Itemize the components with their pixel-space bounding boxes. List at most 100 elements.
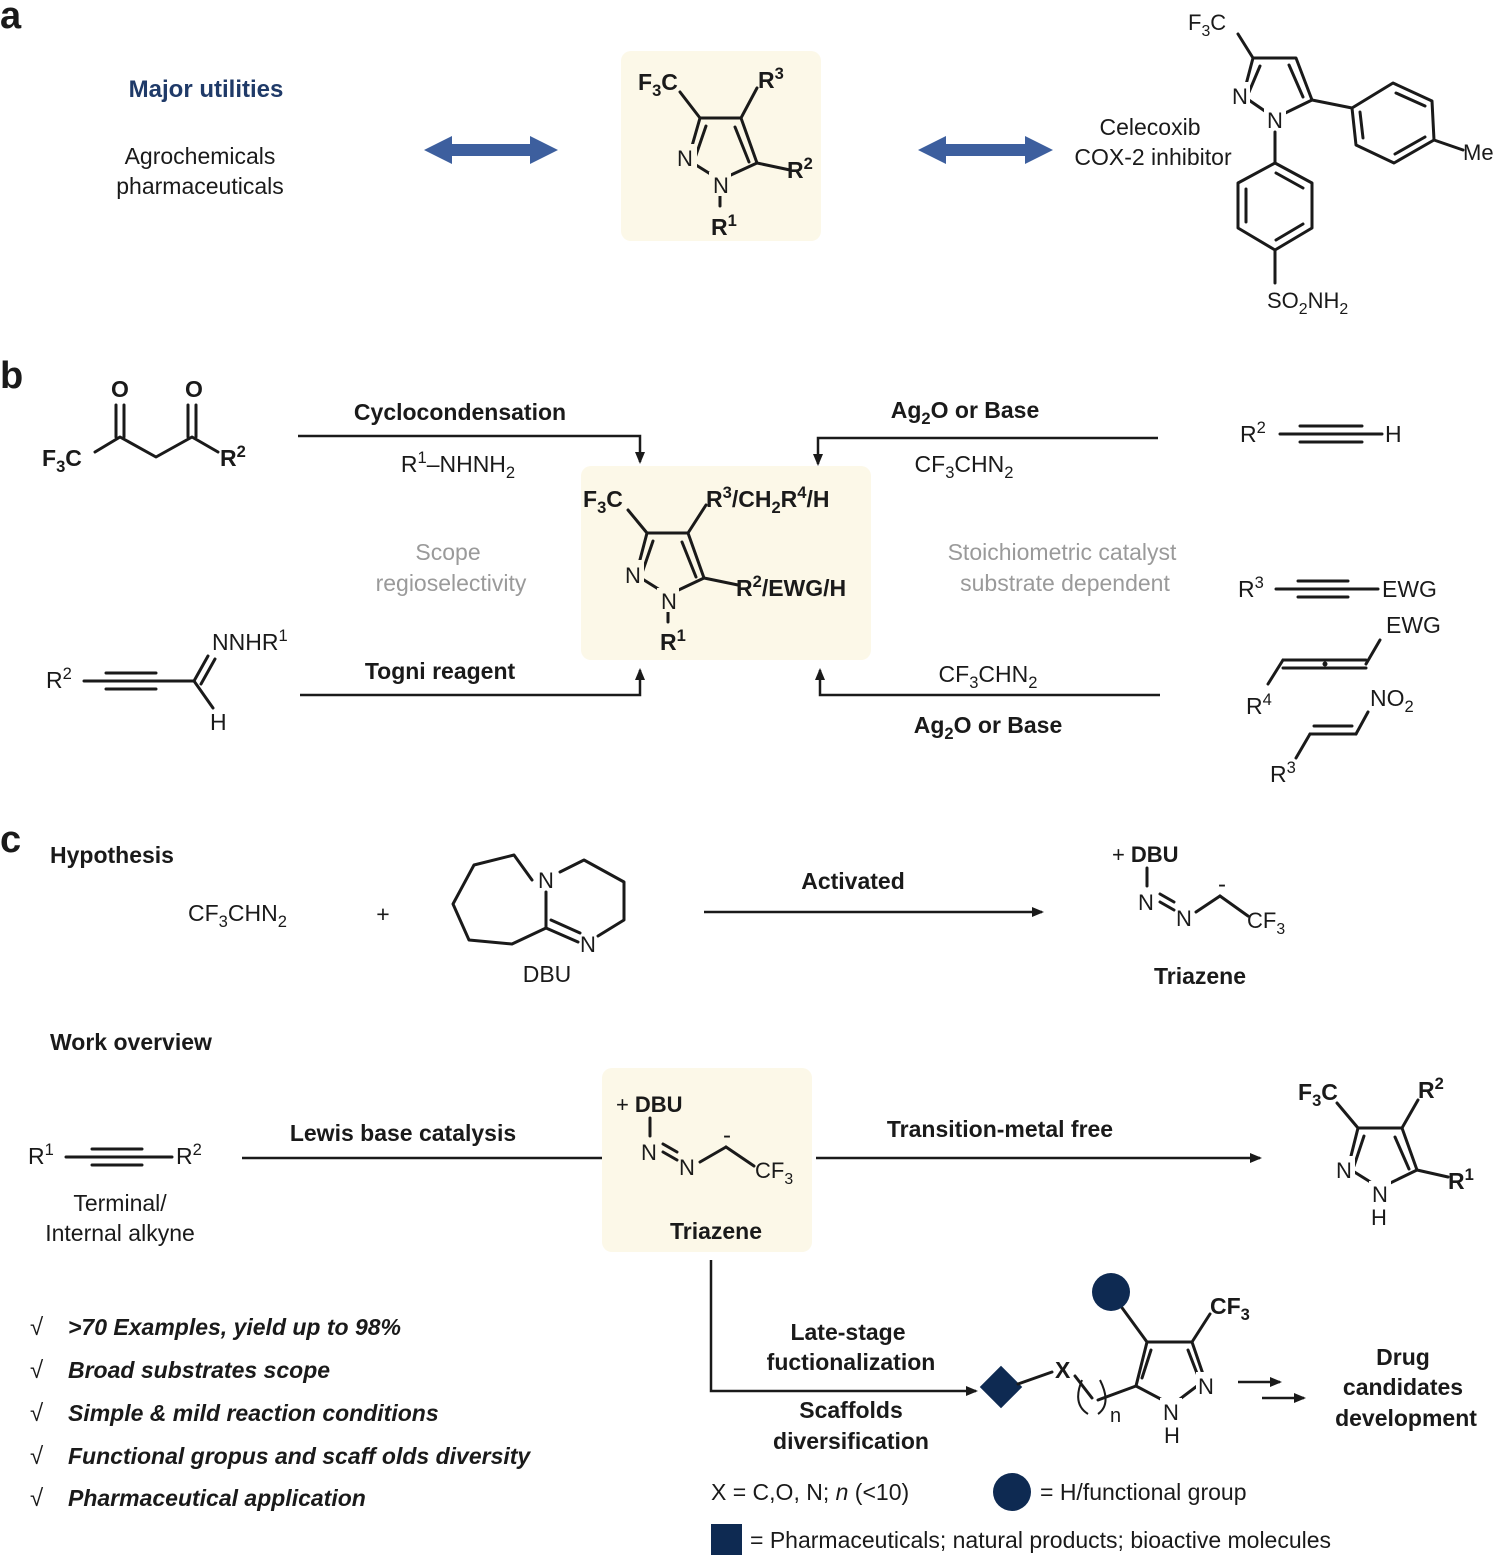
svg-text:N: N — [1138, 890, 1154, 915]
terminal-alkyne: R2 H — [1240, 418, 1402, 447]
svg-text:+DBU: +DBU — [616, 1092, 683, 1117]
drug-2: candidates — [1343, 1374, 1463, 1400]
reagent-cf3chn2-top: CF3CHN2 — [915, 451, 1014, 482]
check-icon: √ — [30, 1485, 44, 1512]
triazene-label-hypothesis: Triazene — [1154, 963, 1246, 989]
svg-text:+DBU: +DBU — [1112, 842, 1179, 867]
svg-text:NNHR1: NNHR1 — [212, 626, 288, 655]
check-icon: √ — [30, 1357, 44, 1384]
svg-text:F3C: F3C — [1188, 10, 1226, 40]
alkyne-ewg: R3 EWG — [1238, 573, 1437, 602]
feature-item: >70 Examples, yield up to 98% — [68, 1314, 401, 1340]
svg-text:R1: R1 — [1448, 1165, 1474, 1194]
svg-text:N: N — [1336, 1158, 1352, 1183]
reagent-cf3chn2-hypothesis: CF3CHN2 — [188, 900, 287, 931]
svg-text:CF3: CF3 — [1247, 908, 1285, 938]
legend-circle-icon — [993, 1473, 1031, 1511]
late-stage-2: fuctionalization — [767, 1349, 936, 1375]
pyrazole-structure-a: N N F3C R3 R2 R1 — [638, 64, 813, 240]
svg-text:N: N — [580, 932, 596, 957]
svg-text:N: N — [1372, 1182, 1388, 1207]
svg-text:H: H — [1371, 1205, 1387, 1230]
triazene-hypothesis: +DBU N N - CF3 — [1112, 842, 1285, 938]
svg-text:F3C: F3C — [42, 445, 82, 476]
svg-text:Me: Me — [1463, 140, 1494, 165]
check-icon: √ — [30, 1400, 44, 1427]
svg-text:O: O — [185, 376, 203, 402]
dbu-structure: N N DBU — [451, 853, 626, 987]
svg-text:R1: R1 — [28, 1140, 54, 1169]
legend-square-text: = Pharmaceuticals; natural products; bio… — [750, 1527, 1331, 1553]
svg-text:F3C: F3C — [1298, 1079, 1338, 1110]
double-arrow-right — [918, 136, 1053, 164]
svg-text:N: N — [1267, 108, 1283, 133]
note-regioselectivity: regioselectivity — [376, 570, 527, 596]
utilities-line-2: pharmaceuticals — [116, 173, 283, 199]
label-ag2o-bottom: Ag2O or Base — [914, 712, 1063, 743]
hypothesis-heading: Hypothesis — [50, 842, 174, 868]
label-cyclocondensation: Cyclocondensation — [354, 399, 566, 425]
panel-label-c: c — [0, 819, 21, 861]
svg-text:R3: R3 — [1238, 573, 1264, 602]
arrow-togni — [300, 668, 645, 697]
work-overview-heading: Work overview — [50, 1029, 212, 1055]
reagent-cf3chn2-bottom: CF3CHN2 — [939, 661, 1038, 692]
triazene-work: +DBU N N - CF3 — [616, 1092, 793, 1188]
label-ag2o-top: Ag2O or Base — [891, 397, 1040, 428]
scaffolds-2: diversification — [773, 1428, 929, 1454]
svg-text:X: X — [1055, 1357, 1071, 1383]
double-arrow-left — [424, 136, 558, 164]
svg-text:N: N — [679, 1155, 695, 1180]
svg-text:N: N — [1176, 906, 1192, 931]
label-activated: Activated — [801, 868, 905, 894]
svg-text:CF3: CF3 — [1210, 1293, 1250, 1324]
svg-text:O: O — [111, 376, 129, 402]
svg-text:R2/EWG/H: R2/EWG/H — [736, 572, 846, 601]
feature-item: Simple & mild reaction conditions — [68, 1400, 439, 1426]
svg-text:N: N — [625, 563, 641, 588]
pyrazole-structure-b: N N F3C R3/CH2R4/H R2/EWG/H R1 — [583, 483, 846, 655]
alkyne-caption-1: Terminal/ — [73, 1190, 167, 1216]
svg-text:R3: R3 — [1270, 758, 1296, 787]
svg-text:H: H — [1385, 421, 1402, 447]
feature-item: Pharmaceutical application — [68, 1485, 366, 1511]
svg-text:N: N — [538, 868, 554, 893]
svg-text:R2: R2 — [1240, 418, 1266, 447]
svg-text:NO2: NO2 — [1370, 685, 1414, 716]
check-icon: √ — [30, 1443, 44, 1470]
celecoxib-desc: COX-2 inhibitor — [1074, 144, 1232, 170]
legend-square-icon — [711, 1524, 742, 1555]
celecoxib-structure: N N F3C Me SO2NH2 — [1188, 10, 1494, 318]
arrow-ag2o-top — [813, 436, 1158, 466]
drug-1: Drug — [1376, 1344, 1430, 1370]
utilities-title: Major utilities — [129, 76, 284, 103]
reagent-hydrazine: R1–NHNH2 — [401, 448, 515, 482]
arrow-late-stage — [709, 1260, 978, 1396]
feature-list: √>70 Examples, yield up to 98%√Broad sub… — [30, 1314, 531, 1512]
nitroalkene: NO2 R3 — [1270, 685, 1414, 787]
scaffolds-1: Scaffolds — [799, 1397, 903, 1423]
celecoxib-name: Celecoxib — [1100, 114, 1201, 140]
late-stage-1: Late-stage — [790, 1319, 905, 1345]
svg-text:N: N — [1163, 1400, 1179, 1425]
svg-text:H: H — [1164, 1423, 1180, 1448]
legend-x: X = C,O, N; n (<10) — [711, 1479, 909, 1505]
svg-text:-: - — [723, 1122, 731, 1149]
svg-text:R2: R2 — [220, 442, 246, 471]
arrow-ag2o-bottom — [815, 668, 1160, 697]
svg-text:EWG: EWG — [1382, 576, 1437, 602]
label-togni: Togni reagent — [365, 658, 516, 684]
diketone-structure: O O F3C R2 — [42, 376, 246, 476]
plus-sign: + — [376, 901, 389, 927]
dbu-caption: DBU — [523, 961, 572, 987]
svg-text:-: - — [1218, 871, 1226, 898]
alkyne-substrate: R1 R2 — [28, 1140, 202, 1169]
svg-text:R2: R2 — [46, 664, 72, 693]
note-scope: Scope — [415, 539, 480, 565]
arrow-cyclocondensation — [298, 434, 645, 464]
drug-scaffold: X n N N H CF3 — [979, 1273, 1250, 1448]
feature-item: Functional gropus and scaff olds diversi… — [68, 1443, 531, 1469]
label-transition-metal-free: Transition-metal free — [887, 1116, 1113, 1142]
utilities-line-1: Agrochemicals — [125, 143, 276, 169]
